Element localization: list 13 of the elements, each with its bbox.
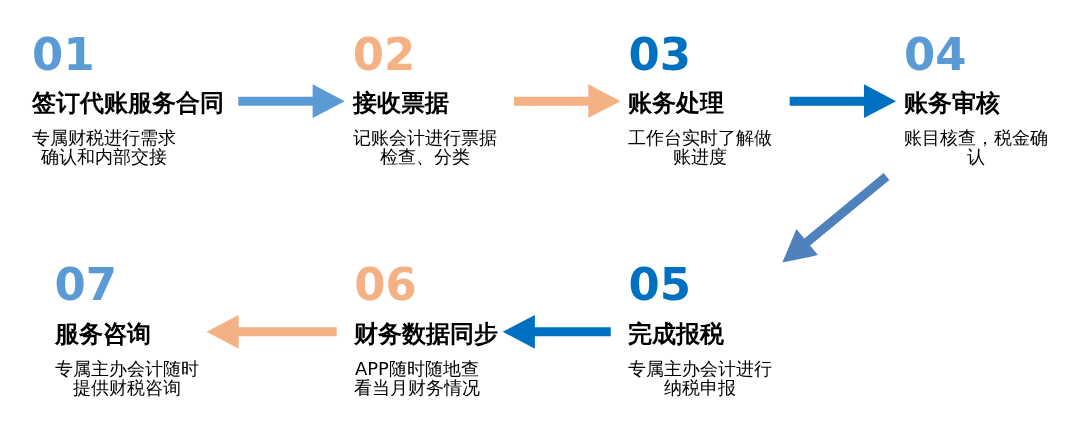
arrow [789,83,897,118]
arrow [514,83,621,118]
node-text: 03 账务处理 工作台实时了解做账进度 [628,27,773,167]
node-text: 02 接收票据 记账会计进行票据检查、分类 [352,27,497,167]
arrow [238,83,345,118]
arrow [502,314,611,349]
node-text: 04 账务审核 账目核查，税金确认 [904,27,1049,167]
node-text: 01 签订代账服务合同 专属财税进行需求确认和内部交接 [32,27,225,167]
node-text: 06 财务数据同步 APP随时随地查看当月财务情况 [354,257,499,398]
arrow [782,172,890,263]
node-text: 05 完成报税 专属主办会计进行纳税申报 [628,257,773,398]
arrow [206,314,337,349]
node-text: 07 服务咨询 专属主办会计随时提供财税咨询 [54,257,199,398]
